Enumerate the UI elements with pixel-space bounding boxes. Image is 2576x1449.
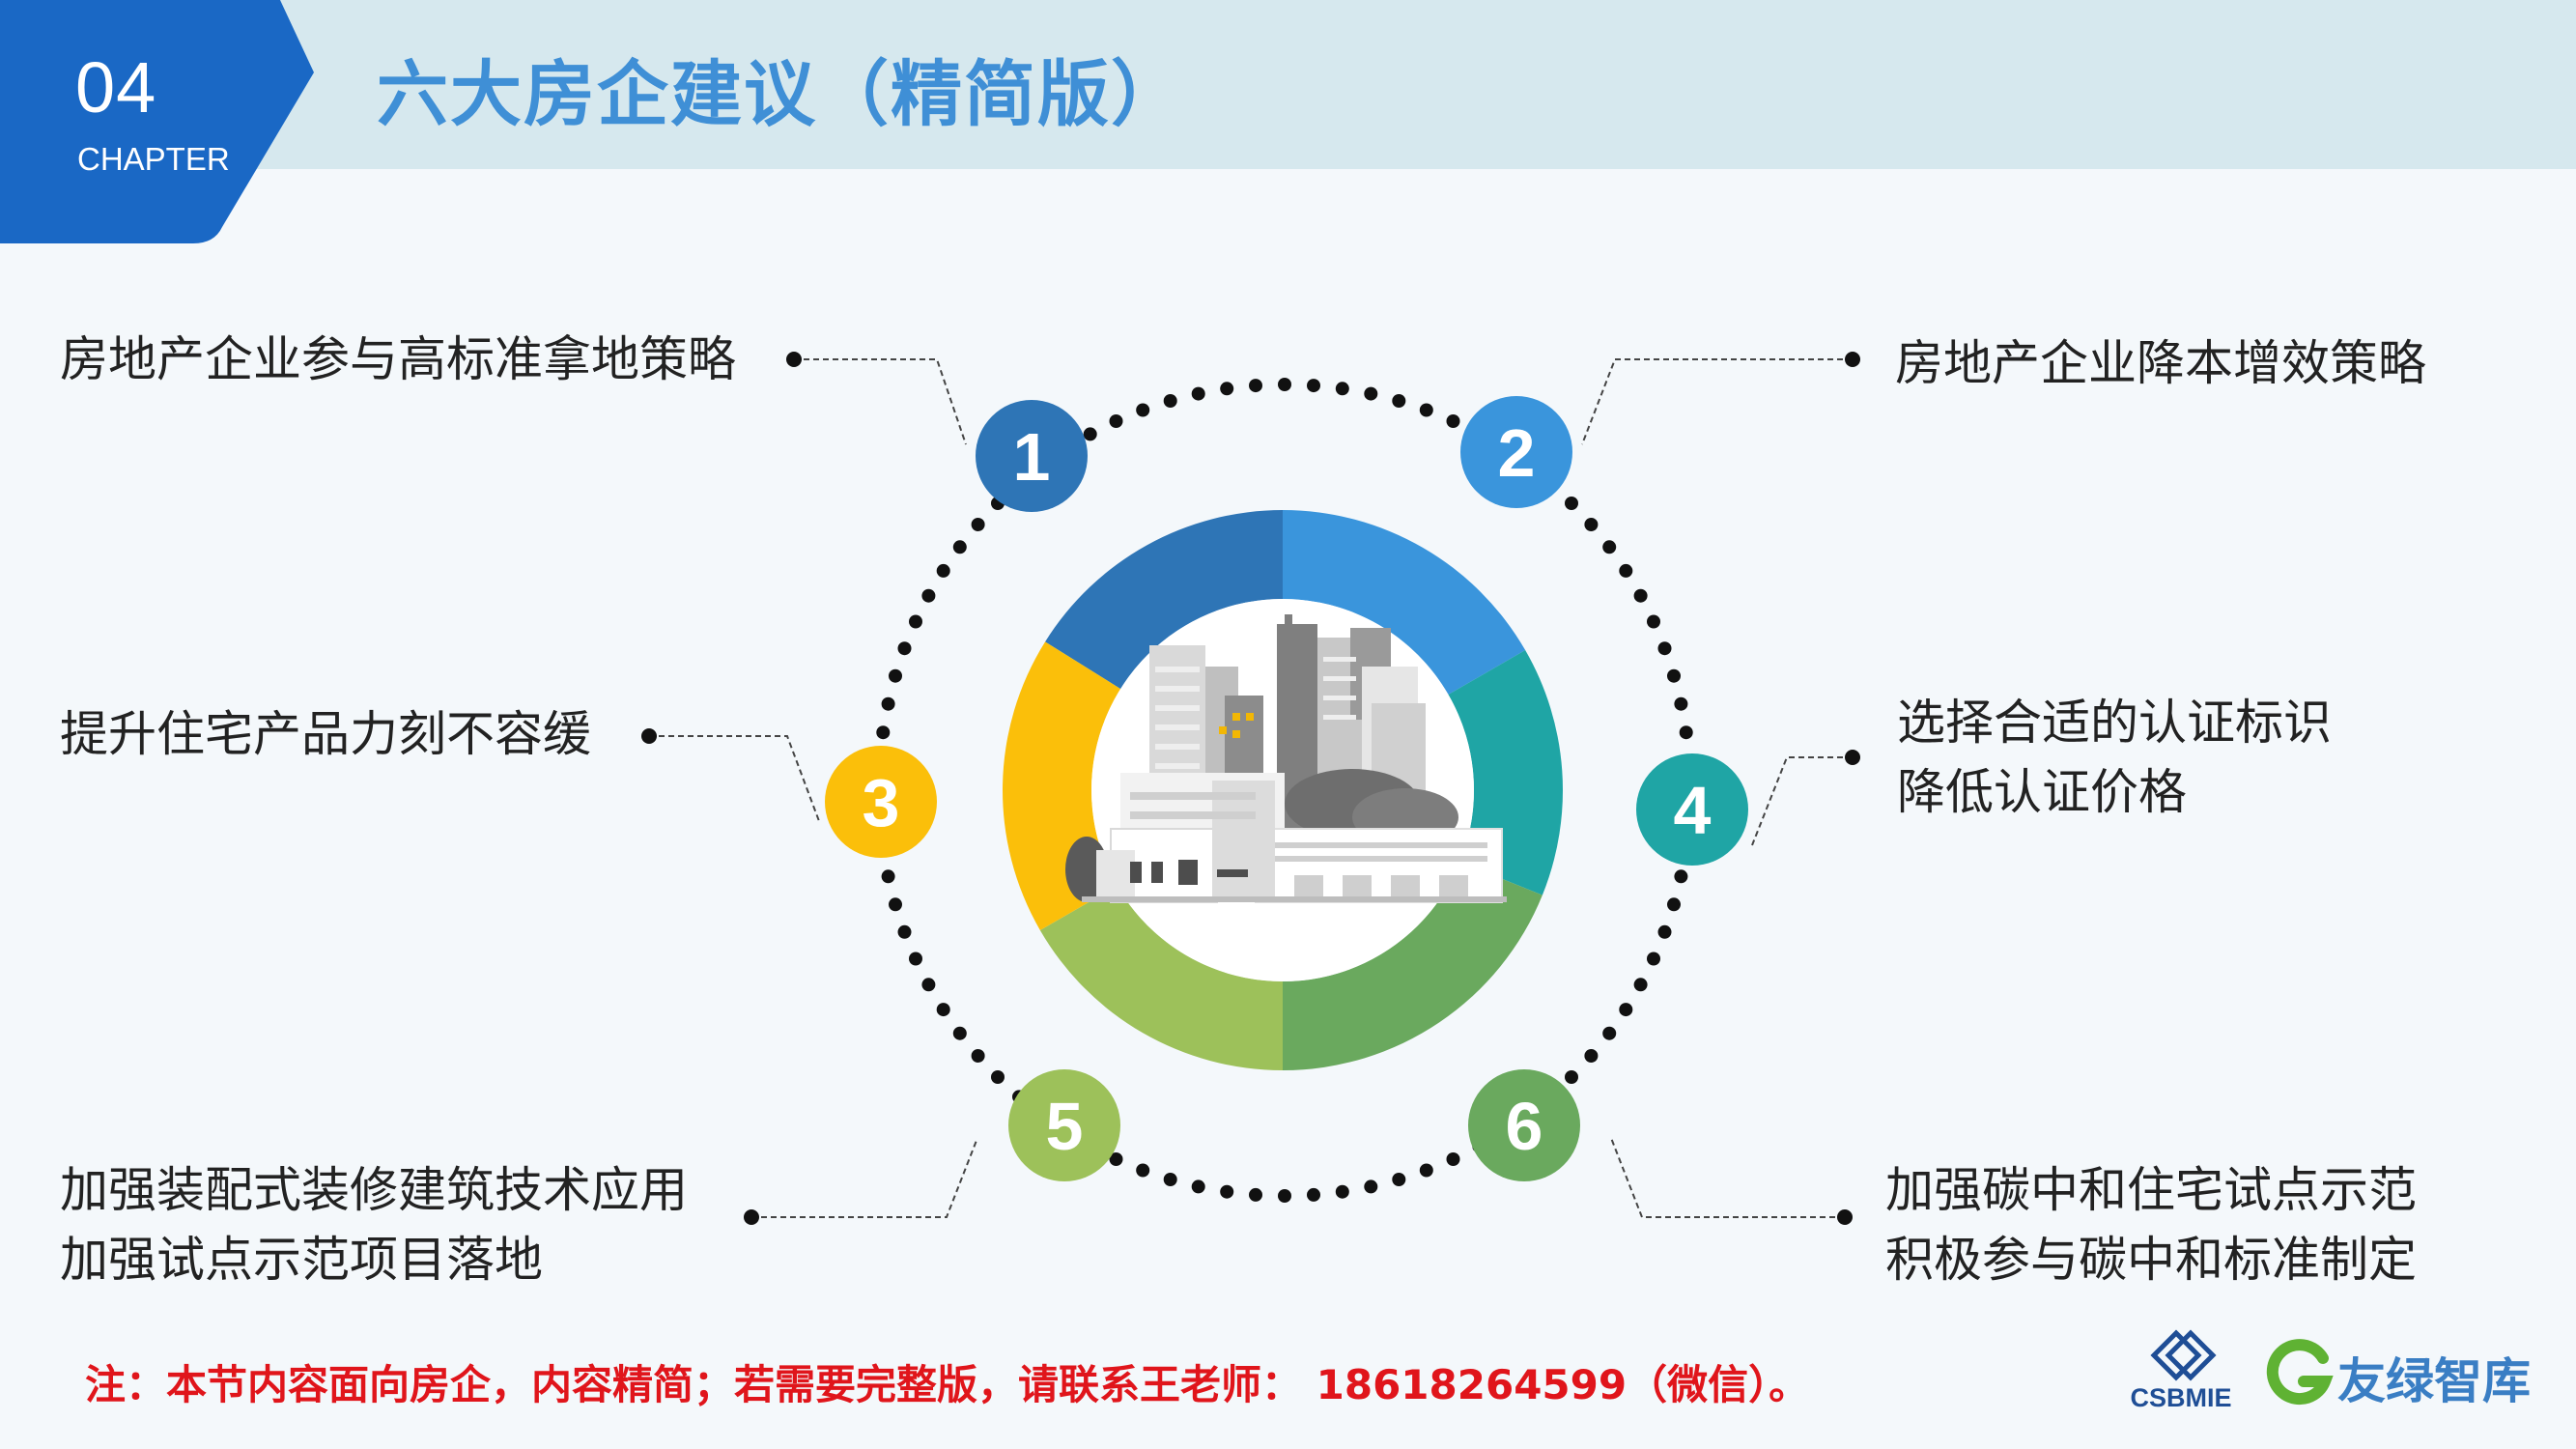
node-4-number: 4 [1674, 773, 1712, 848]
item-5-label: 加强装配式装修建筑技术应用 加强试点示范项目落地 [60, 1162, 688, 1288]
footer-note: 注：本节内容面向房企，内容精简；若需要完整版，请联系王老师： 186182645… [85, 1361, 1810, 1408]
youlv-logo-icon [2266, 1339, 2334, 1406]
node-3-number: 3 [863, 765, 900, 840]
node-3: 3 [825, 746, 937, 858]
node-5-number: 5 [1046, 1089, 1084, 1164]
node-2-number: 2 [1498, 415, 1536, 491]
csbmie-logo-text: CSBMIE [2130, 1383, 2231, 1412]
donut-segment-1 [1045, 510, 1283, 690]
page-title: 六大房企建议（精简版） [377, 53, 1184, 136]
chapter-number: 04 [75, 47, 157, 128]
connector-lines [649, 358, 1853, 1218]
node-2: 2 [1460, 396, 1572, 508]
city-buildings-illustration [1065, 614, 1507, 903]
node-4: 4 [1636, 753, 1748, 866]
chapter-tab [0, 0, 314, 243]
node-1: 1 [976, 400, 1088, 512]
csbmie-logo: CSBMIE [2130, 1329, 2232, 1412]
item-3-label: 提升住宅产品力刻不容缓 [60, 706, 591, 762]
youlv-logo-text: 友绿智库 [2337, 1353, 2531, 1409]
donut-segment-6 [1283, 862, 1543, 1070]
item-4-label: 选择合适的认证标识 降低认证价格 [1897, 695, 2332, 820]
item-1-label: 房地产企业参与高标准拿地策略 [60, 331, 736, 387]
donut-segment-5 [1039, 886, 1283, 1070]
item-2-label: 房地产企业降本增效策略 [1895, 335, 2426, 391]
node-6: 6 [1468, 1069, 1580, 1181]
chapter-label: CHAPTER [77, 141, 230, 177]
item-6-label: 加强碳中和住宅试点示范 积极参与碳中和标准制定 [1885, 1162, 2417, 1288]
node-1-number: 1 [1013, 419, 1051, 495]
node-5: 5 [1008, 1069, 1120, 1181]
header-band [0, 0, 2576, 169]
donut-segment-2 [1283, 510, 1526, 695]
node-6-number: 6 [1506, 1089, 1543, 1164]
